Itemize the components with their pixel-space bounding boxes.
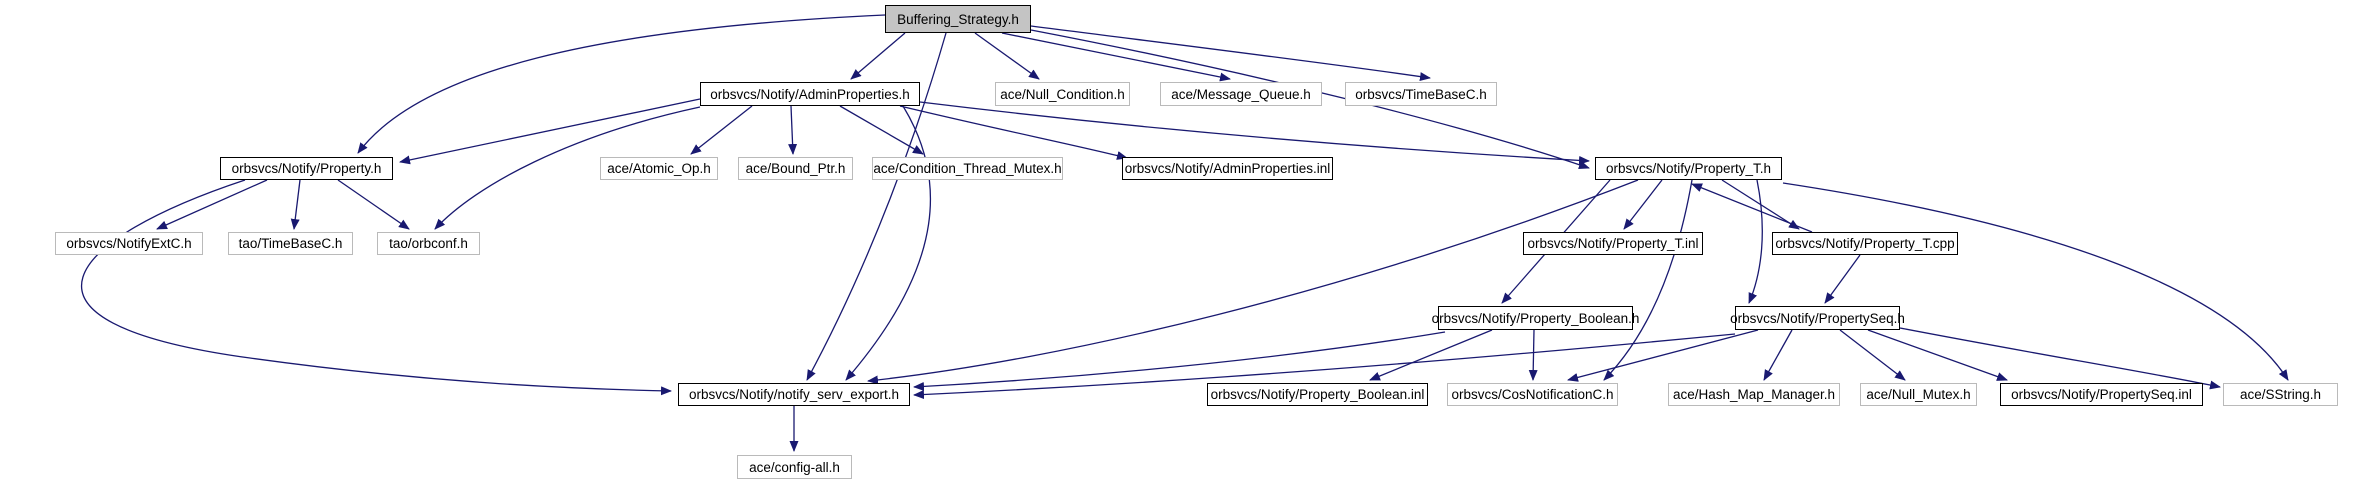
graph-node-propseq_inl[interactable]: orbsvcs/Notify/PropertySeq.inl — [2000, 383, 2203, 406]
graph-node-notifyext[interactable]: orbsvcs/NotifyExtC.h — [55, 232, 203, 255]
graph-node-atomic[interactable]: ace/Atomic_Op.h — [600, 157, 718, 180]
include-edge-propseq-sstring — [1899, 327, 2221, 390]
graph-node-bs[interactable]: Buffering_Strategy.h — [885, 5, 1031, 33]
include-edge-property-nse — [80, 179, 672, 396]
include-edge-prop_bool-cosnotif — [1528, 329, 1538, 381]
include-edge-admin-cond_mutex — [839, 105, 924, 155]
graph-node-null_mutex[interactable]: ace/Null_Mutex.h — [1860, 383, 1977, 406]
include-edge-prop_t_cpp-propseq — [1824, 254, 1861, 304]
include-edge-propseq-nse — [913, 333, 1736, 400]
graph-node-prop_t[interactable]: orbsvcs/Notify/Property_T.h — [1595, 157, 1782, 180]
include-edge-bs-msg_queue — [1001, 32, 1231, 82]
include-edge-admin-prop_t — [919, 101, 1590, 165]
graph-node-cond_mutex[interactable]: ace/Condition_Thread_Mutex.h — [872, 157, 1063, 180]
include-edge-prop_t-nse — [867, 179, 1639, 385]
include-edge-admin-nse — [845, 105, 932, 381]
include-edge-prop_bool-nse — [913, 331, 1446, 391]
include-edge-admin-bound — [788, 105, 798, 155]
graph-node-property[interactable]: orbsvcs/Notify/Property.h — [220, 157, 393, 180]
include-edge-prop_t-prop_t_inl — [1623, 179, 1663, 230]
include-edge-prop_t-sstring — [1782, 182, 2289, 381]
include-edge-property-tao_timebase — [290, 179, 301, 230]
include-edge-bs-timebasec — [1030, 25, 1431, 82]
include-edge-bs-property — [357, 14, 886, 154]
graph-node-msg_queue[interactable]: ace/Message_Queue.h — [1160, 82, 1322, 106]
include-edge-admin-admin_inl — [899, 105, 1128, 160]
graph-node-prop_t_cpp[interactable]: orbsvcs/Notify/Property_T.cpp — [1772, 232, 1958, 255]
include-edge-property-notifyext — [156, 179, 268, 230]
include-edge-admin-property — [399, 98, 701, 165]
include-edge-admin-atomic — [690, 105, 753, 155]
graph-node-tao_timebase[interactable]: tao/TimeBaseC.h — [228, 232, 353, 255]
include-edge-prop_t-propseq — [1748, 179, 1763, 304]
include-edge-bs-prop_t — [1030, 29, 1590, 170]
graph-node-bound[interactable]: ace/Bound_Ptr.h — [738, 157, 853, 180]
graph-node-config_all[interactable]: ace/config-all.h — [737, 455, 852, 479]
graph-node-hashmap[interactable]: ace/Hash_Map_Manager.h — [1668, 383, 1840, 406]
graph-node-nse[interactable]: orbsvcs/Notify/notify_serv_export.h — [678, 383, 910, 406]
graph-node-admin[interactable]: orbsvcs/Notify/AdminProperties.h — [700, 82, 920, 106]
include-edge-admin-orbconf — [434, 106, 701, 230]
include-edge-propseq-hashmap — [1763, 329, 1793, 381]
include-edge-propseq-propseq_inl — [1867, 329, 2008, 381]
include-edge-prop_bool-prop_bool_inl — [1369, 329, 1493, 381]
graph-node-orbconf[interactable]: tao/orbconf.h — [377, 232, 480, 255]
include-edge-propseq-null_mutex — [1839, 329, 1906, 381]
include-edge-bs-admin — [850, 32, 906, 80]
graph-node-timebasec[interactable]: orbsvcs/TimeBaseC.h — [1345, 82, 1497, 106]
graph-node-prop_bool[interactable]: orbsvcs/Notify/Property_Boolean.h — [1432, 306, 1639, 330]
include-edge-prop_t_cpp-prop_t — [1691, 183, 1813, 233]
include-edge-bs-null_cond — [974, 32, 1040, 80]
graph-node-null_cond[interactable]: ace/Null_Condition.h — [995, 82, 1130, 106]
include-edge-property-orbconf — [337, 179, 410, 230]
graph-node-cosnotif[interactable]: orbsvcs/CosNotificationC.h — [1447, 383, 1618, 406]
include-edge-bs-nse — [806, 32, 947, 381]
include-edge-propseq-cosnotif — [1567, 329, 1759, 382]
graph-node-sstring[interactable]: ace/SString.h — [2223, 383, 2338, 406]
graph-node-prop_bool_inl[interactable]: orbsvcs/Notify/Property_Boolean.inl — [1207, 383, 1428, 406]
graph-node-admin_inl[interactable]: orbsvcs/Notify/AdminProperties.inl — [1122, 157, 1333, 180]
graph-node-propseq[interactable]: orbsvcs/Notify/PropertySeq.h — [1730, 306, 1905, 330]
include-edge-prop_t-cosnotif — [1603, 179, 1693, 381]
graph-node-prop_t_inl[interactable]: orbsvcs/Notify/Property_T.inl — [1523, 232, 1703, 255]
